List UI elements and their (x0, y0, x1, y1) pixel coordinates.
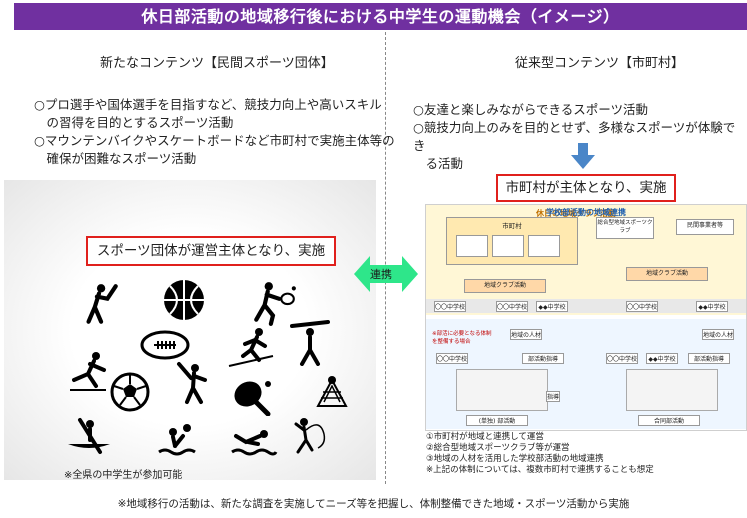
right-bullet-2: ○競技力向上のみを目的とせず、多様なスポーツが体験でき (413, 120, 736, 153)
batter-icon (175, 360, 217, 406)
club-diagram-illustration: 休日の地域クラブ活動 市町村 総合型地域スポーツクラブ 民間事業者等 地域クラブ… (425, 204, 747, 431)
school-building-icon (626, 369, 718, 411)
left-operator-box: スポーツ団体が運営主体となり、実施 (86, 236, 336, 266)
joint-club-label: 合同部活動 (638, 415, 700, 426)
right-heading: 従来型コンテンツ【市町村】 (515, 56, 685, 71)
sports-club-label: 総合型地域スポーツクラブ (596, 217, 654, 239)
right-bullet-list: ○友達と楽しみながらできるスポーツ活動 ○競技力向上のみを目的とせず、多様なスポ… (413, 101, 747, 173)
left-bullet-2: の習得を目的とするスポーツ活動 (34, 115, 234, 130)
american-football-icon (140, 330, 190, 360)
swimmer-icon (228, 424, 278, 458)
table-tennis-icon (230, 376, 274, 417)
school-chip: 〇〇中学校 (434, 301, 466, 312)
column-divider (385, 32, 386, 484)
legend-item-2: ②総合型地域スポーツクラブ等が運営 (426, 443, 570, 453)
right-bullet-1: ○友達と楽しみながらできるスポーツ活動 (413, 102, 649, 117)
local-talent-label: 地域の人材 (702, 329, 734, 340)
footer-note: ※地域移行の活動は、新たな調査を実施してニーズ等を把握し、体制整備できた地域・ス… (117, 498, 630, 510)
mini-box (456, 235, 488, 257)
canoe-icon (64, 416, 114, 456)
school-chip: ◆◆中学校 (536, 301, 568, 312)
right-operator-box: 市町村が主体となり、実施 (496, 174, 676, 202)
school-chip: 〇〇中学校 (606, 353, 638, 364)
club-instruction-label: 部活動指導 (688, 353, 730, 364)
gymnast-icon (288, 318, 332, 366)
club-activity-bar: 地域クラブ活動 (626, 267, 708, 281)
school-chip: 〇〇中学校 (626, 301, 658, 312)
left-bullet-list: ○プロ選手や国体選手を目指すなど、競技力向上や高いスキル の習得を目的とするスポ… (34, 96, 395, 168)
mini-box (492, 235, 524, 257)
bottom-panel-title: 学校部活動の地域連携 (546, 208, 626, 217)
cross-country-ski-icon (225, 326, 277, 372)
instruction-label: 指導 (546, 391, 560, 402)
left-heading: 新たなコンテンツ【民間スポーツ団体】 (100, 56, 334, 71)
page-title: 休日部活動の地域移行後における中学生の運動機会（イメージ） (14, 3, 747, 30)
left-bullet-4: 確保が困難なスポーツ活動 (34, 151, 197, 166)
tennis-player-icon (250, 280, 298, 326)
school-chip: 〇〇中学校 (496, 301, 528, 312)
local-talent-label: 地域の人材 (510, 329, 542, 340)
school-chip: ◆◆中学校 (696, 301, 728, 312)
right-down-arrow-icon (571, 143, 595, 169)
school-chip: ◆◆中学校 (646, 353, 678, 364)
legend-item-4: ※上記の体制については、複数市町村で連携することも想定 (426, 465, 654, 475)
rhythmic-gymnast-icon (290, 414, 330, 456)
legend-item-3: ③地域の人材を活用した学校部活動の地域連携 (426, 454, 604, 464)
water-polo-icon (155, 422, 201, 458)
left-note: ※全県の中学生が参加可能 (64, 470, 183, 481)
club-activity-bar: 地域クラブ活動 (464, 279, 546, 293)
club-instruction-label: 部活動指導 (522, 353, 564, 364)
shuttlecock-icon (312, 372, 352, 412)
left-bullet-3: ○マウンテンバイクやスケートボードなど市町村で実施主体等の (34, 133, 395, 148)
right-bullet-3: る活動 (413, 156, 464, 171)
link-label: 連携 (370, 268, 392, 281)
basketball-icon (160, 278, 208, 322)
school-chip: 〇〇中学校 (436, 353, 468, 364)
single-club-label: (単独) 部活動 (466, 415, 528, 426)
legend-list: ①市町村が地域と連携して運営 ②総合型地域スポーツクラブ等が運営 ③地域の人材を… (426, 432, 654, 476)
mini-box (528, 235, 560, 257)
link-double-arrow-icon (354, 256, 418, 292)
bottom-panel-note: ※部活に必要となる体制を整備する場合 (432, 331, 492, 345)
school-building-icon (456, 369, 548, 411)
private-business-label: 民間事業者等 (676, 219, 734, 235)
skater-icon (66, 350, 112, 394)
top-panel-title: 休日の地域クラブ活動 (536, 209, 616, 218)
soccer-ball-icon (110, 372, 150, 412)
baseball-batter-icon (78, 282, 120, 328)
legend-item-1: ①市町村が地域と連携して運営 (426, 432, 544, 442)
left-bullet-1: ○プロ選手や国体選手を目指すなど、競技力向上や高いスキル (34, 97, 382, 112)
